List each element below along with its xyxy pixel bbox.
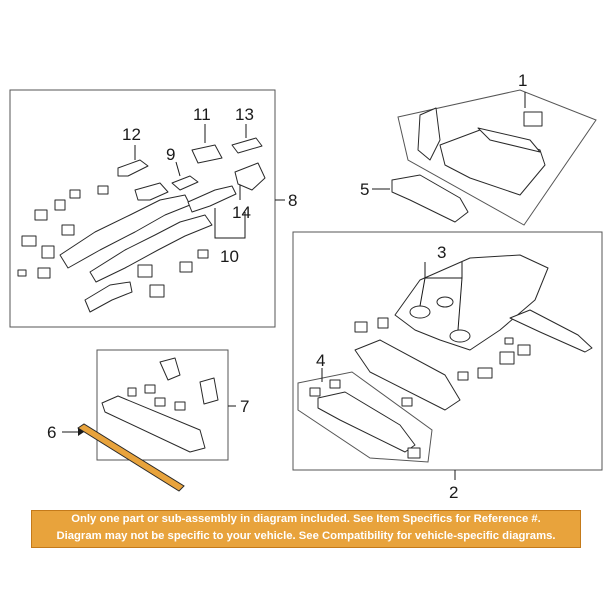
group-1 bbox=[397, 89, 597, 226]
bracket-h bbox=[69, 189, 81, 199]
bracket-g bbox=[97, 185, 109, 195]
part-13 bbox=[231, 137, 263, 154]
group-4-frame bbox=[297, 371, 433, 463]
part-9 bbox=[171, 175, 199, 191]
part-1-rear bbox=[477, 127, 541, 153]
front-rail-right bbox=[89, 214, 213, 283]
leader-6-arrow bbox=[78, 428, 84, 436]
group-4 bbox=[297, 368, 433, 463]
group-7 bbox=[96, 349, 236, 461]
floor-pan bbox=[394, 254, 549, 351]
floor-bracket-c bbox=[477, 367, 493, 379]
part-7-bracket-f bbox=[174, 401, 186, 411]
callout-9: 9 bbox=[166, 145, 175, 164]
leader-9 bbox=[175, 161, 181, 177]
callout-13: 13 bbox=[235, 105, 254, 124]
part-5 bbox=[391, 174, 469, 223]
floor-hole-center bbox=[436, 296, 454, 308]
floor-bracket-h bbox=[401, 397, 413, 407]
part-7-bracket-c bbox=[144, 384, 156, 394]
part-1-panel bbox=[417, 107, 441, 161]
bracket-c bbox=[41, 245, 55, 259]
part-6-highlight bbox=[77, 423, 185, 492]
bracket-e bbox=[37, 267, 51, 279]
floor-bracket-d bbox=[499, 351, 515, 365]
part-7-bracket-e bbox=[127, 387, 137, 397]
leader-3 bbox=[424, 262, 463, 279]
floor-bracket-a bbox=[354, 321, 368, 333]
part-10 bbox=[187, 185, 237, 213]
leader-3-left bbox=[419, 277, 426, 307]
bracket-l bbox=[179, 261, 193, 273]
disclaimer-line-1: Only one part or sub-assembly in diagram… bbox=[71, 513, 541, 525]
group-5 bbox=[372, 174, 469, 223]
callout-11: 11 bbox=[193, 105, 211, 124]
group-6 bbox=[62, 423, 185, 492]
part-1-plate bbox=[523, 111, 543, 127]
callout-10: 10 bbox=[220, 247, 239, 266]
part-7-bracket-b bbox=[199, 377, 219, 405]
part-4-bracket-a bbox=[309, 387, 321, 397]
bracket-d bbox=[61, 224, 75, 236]
floor-bracket-g bbox=[504, 337, 514, 345]
part-4-bracket-c bbox=[407, 447, 421, 459]
callout-4: 4 bbox=[316, 351, 325, 370]
callout-7: 7 bbox=[240, 397, 249, 416]
part-7-sill bbox=[101, 395, 206, 453]
floor-bracket-f bbox=[457, 371, 469, 381]
callout-14: 14 bbox=[232, 203, 251, 222]
group-8-frame bbox=[9, 89, 276, 328]
group-2-frame bbox=[292, 231, 603, 471]
bracket-a bbox=[34, 209, 48, 221]
callout-12: 12 bbox=[122, 125, 141, 144]
part-7-bracket-a bbox=[159, 357, 181, 381]
callout-3: 3 bbox=[437, 243, 446, 262]
bracket-b bbox=[21, 235, 37, 247]
callout-1: 1 bbox=[518, 71, 527, 90]
part-11 bbox=[191, 144, 223, 164]
bracket-i bbox=[17, 269, 27, 277]
part-4-rail bbox=[317, 391, 416, 453]
group-7-frame bbox=[96, 349, 229, 461]
floor-bracket-b bbox=[377, 317, 389, 329]
leader-3-right bbox=[457, 277, 463, 331]
floor-hole-right bbox=[449, 329, 471, 343]
group-1-frame bbox=[397, 89, 597, 226]
floor-bracket-e bbox=[517, 344, 531, 356]
callout-8: 8 bbox=[288, 191, 297, 210]
callout-5: 5 bbox=[360, 180, 369, 199]
rail-lower bbox=[84, 281, 133, 313]
part-14 bbox=[234, 162, 266, 191]
bracket-f bbox=[54, 199, 66, 211]
bracket-k bbox=[149, 284, 165, 298]
group-2 bbox=[292, 231, 603, 480]
callout-6: 6 bbox=[47, 423, 56, 442]
floor-hole-left bbox=[409, 305, 431, 319]
crossmember bbox=[354, 339, 461, 411]
bracket-j bbox=[137, 264, 153, 278]
group-8 bbox=[9, 89, 285, 328]
disclaimer-banner: Only one part or sub-assembly in diagram… bbox=[31, 510, 581, 548]
part-4-bracket-b bbox=[329, 379, 341, 389]
leader-10 bbox=[214, 208, 246, 239]
disclaimer-line-2: Diagram may not be specific to your vehi… bbox=[56, 530, 556, 542]
part-7-bracket-d bbox=[154, 397, 166, 407]
callout-2: 2 bbox=[449, 483, 458, 502]
right-rail bbox=[509, 309, 593, 353]
bracket-m bbox=[197, 249, 209, 259]
part-12 bbox=[117, 159, 149, 177]
rail-bracket-center bbox=[134, 182, 169, 201]
